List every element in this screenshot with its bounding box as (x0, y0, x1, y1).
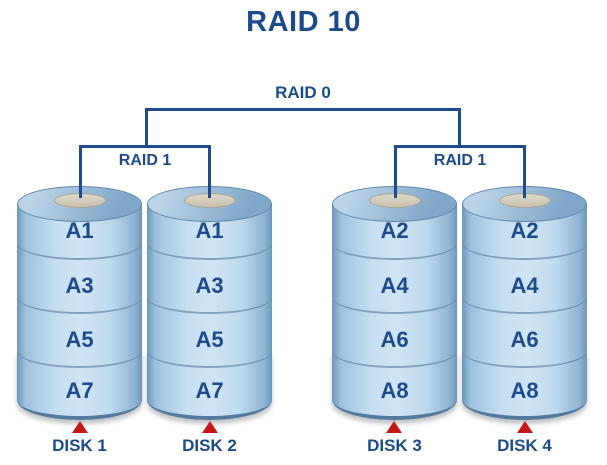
disk-2-label: DISK 2 (182, 436, 237, 455)
diagram-title: RAID 10 (246, 6, 361, 38)
raid1-label-right: RAID 1 (433, 152, 487, 169)
disk-2-arrow-icon (202, 421, 218, 433)
raid1-label-left: RAID 1 (118, 152, 172, 169)
disk-1-cylinder: A1 A3 A5 A7 (17, 186, 142, 420)
disk-3-cylinder: A2 A4 A6 A8 (332, 186, 457, 420)
disk-3-arrow-icon (386, 421, 402, 433)
raid1-connector-bracket-left (79, 145, 211, 198)
disk-4-arrow-icon (517, 421, 533, 433)
raid0-connector-bracket (145, 108, 461, 145)
raid1-connector-bracket-right (394, 145, 526, 198)
disk-4-cylinder: A2 A4 A6 A8 (462, 186, 587, 420)
disk-3-label: DISK 3 (367, 436, 422, 455)
disk-1-label: DISK 1 (52, 436, 107, 455)
disk-4-label: DISK 4 (497, 436, 552, 455)
raid0-label: RAID 0 (275, 83, 331, 102)
disk-1-arrow-icon (72, 421, 88, 433)
disk-2-cylinder: A1 A3 A5 A7 (147, 186, 272, 420)
